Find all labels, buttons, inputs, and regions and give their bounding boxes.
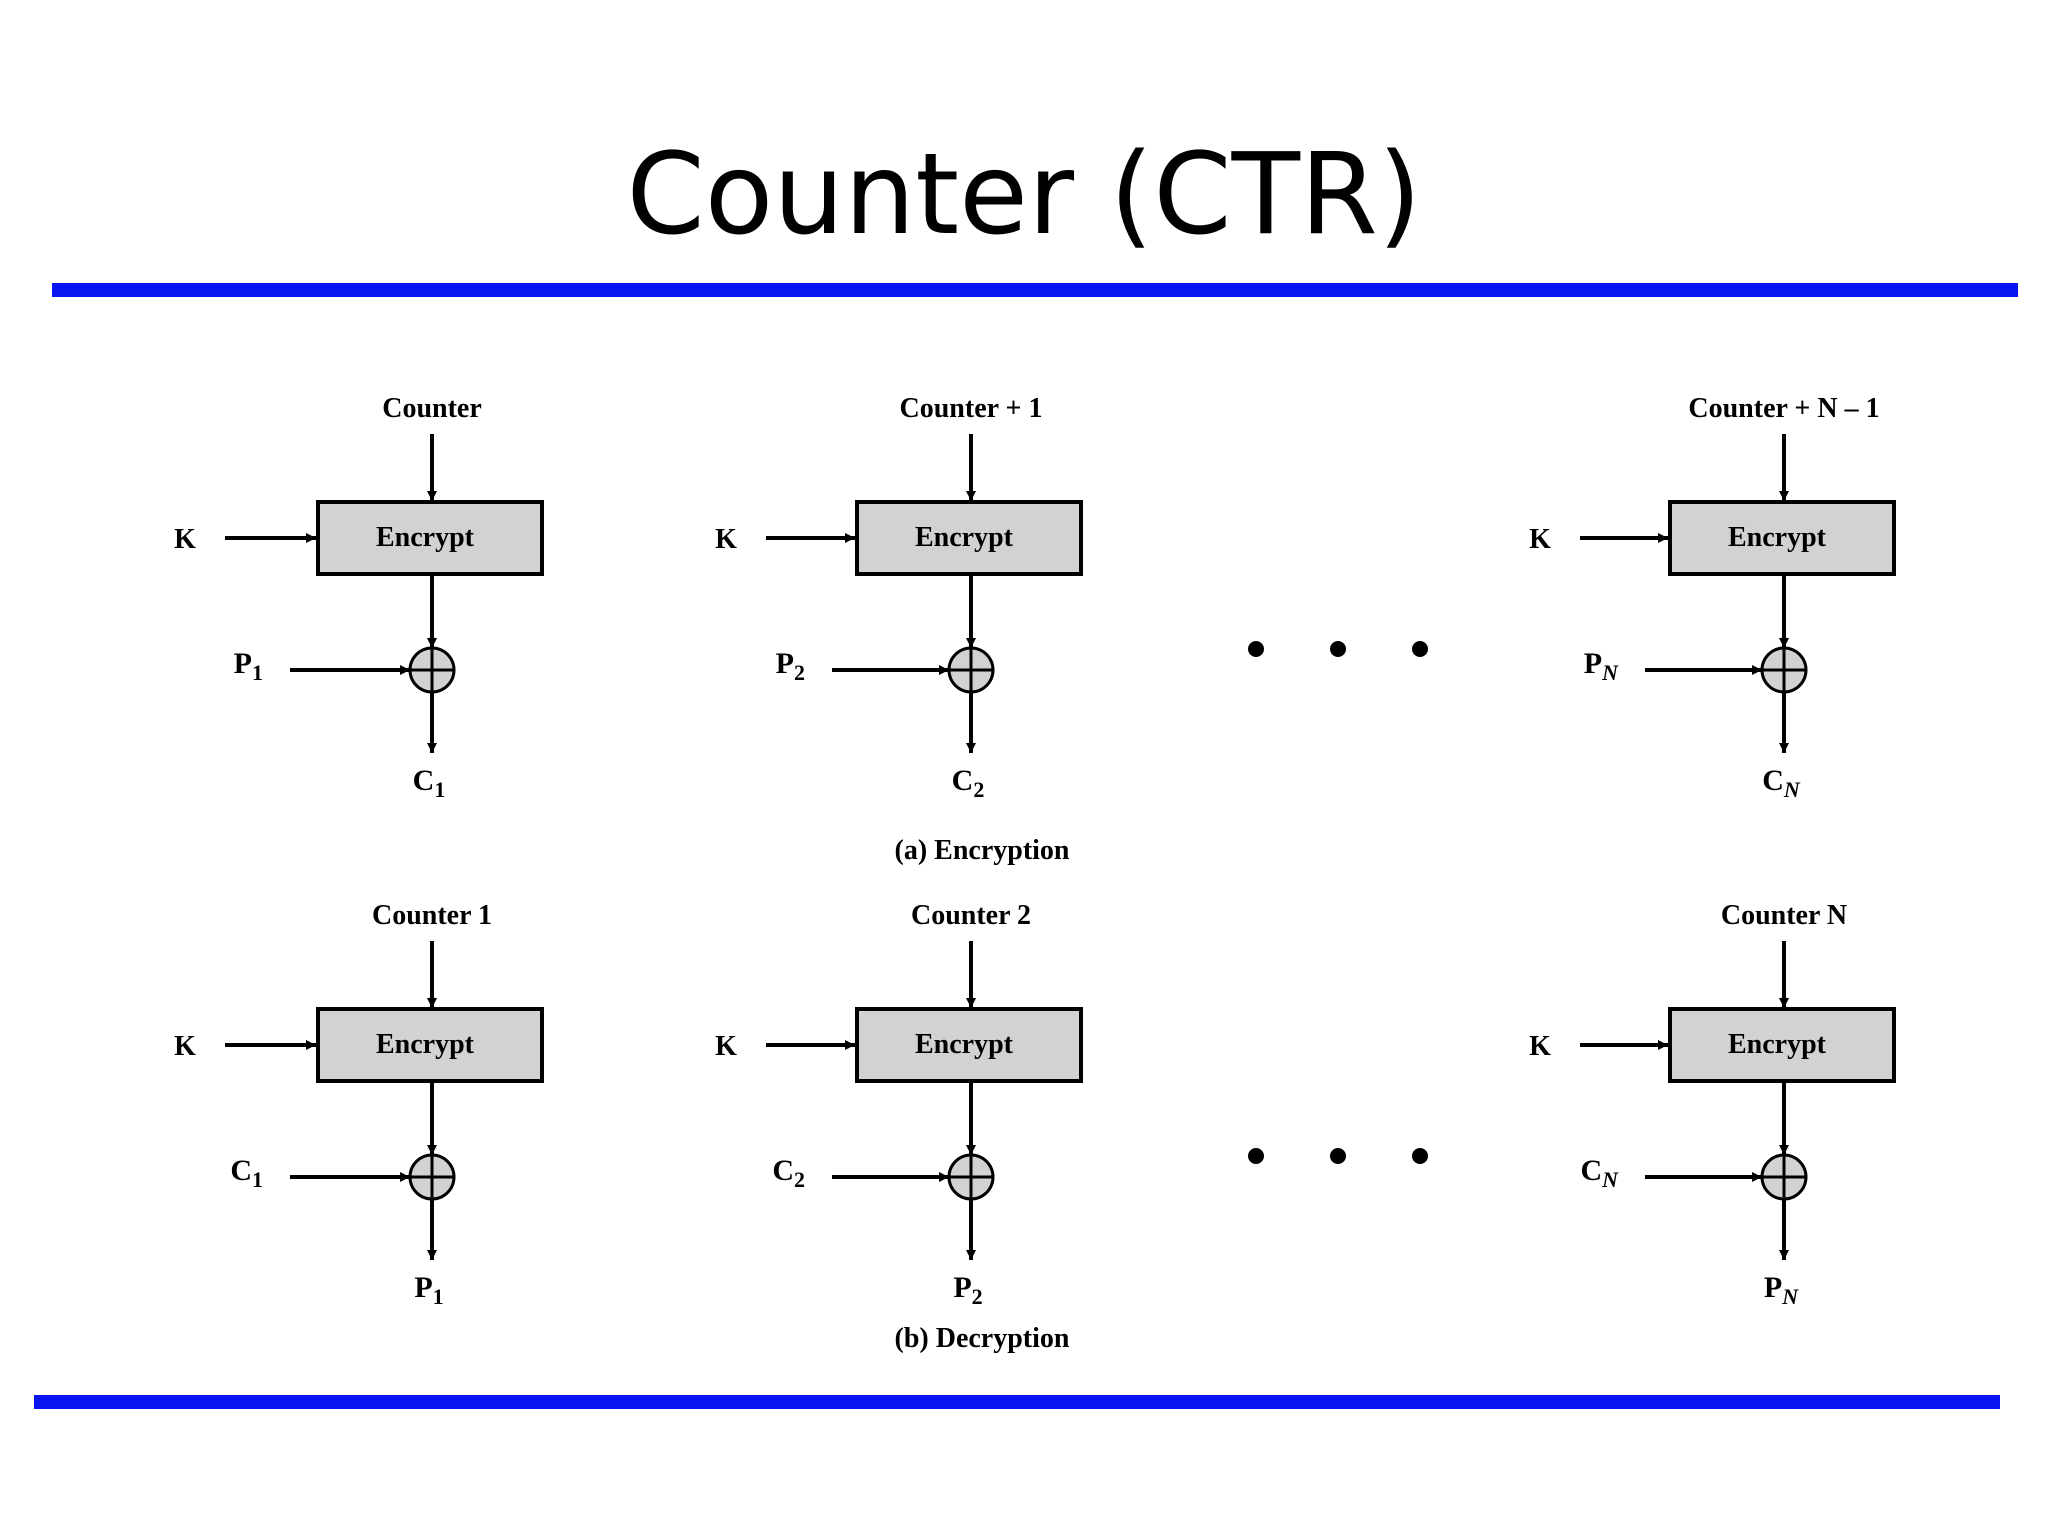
counter-label: Counter N xyxy=(1721,900,1847,931)
encrypt-block xyxy=(855,500,1083,576)
key-label: K xyxy=(174,1031,196,1062)
encrypt-block xyxy=(316,500,544,576)
output-label: PN xyxy=(1764,1271,1799,1309)
encrypt-label: Encrypt xyxy=(376,522,475,553)
input-label: C2 xyxy=(772,1154,805,1192)
counter-label: Counter + N – 1 xyxy=(1688,393,1879,424)
slide-title: Counter (CTR) xyxy=(626,130,1422,260)
bottom-rule xyxy=(34,1395,2000,1409)
input-label: PN xyxy=(1584,647,1619,685)
ellipsis-dot xyxy=(1330,641,1346,657)
counter-label: Counter 2 xyxy=(911,900,1031,931)
input-label: P2 xyxy=(776,647,805,685)
ellipsis-dot xyxy=(1248,641,1264,657)
key-label: K xyxy=(1529,524,1551,555)
encrypt-block xyxy=(1668,1007,1896,1083)
encryption-caption: (a) Encryption xyxy=(895,835,1070,866)
ellipsis-dot xyxy=(1412,641,1428,657)
encrypt-block xyxy=(855,1007,1083,1083)
counter-label: Counter + 1 xyxy=(900,393,1043,424)
input-label: CN xyxy=(1580,1154,1619,1192)
decryption-caption: (b) Decryption xyxy=(895,1323,1070,1354)
encrypt-label: Encrypt xyxy=(376,1029,475,1060)
ellipsis-dot xyxy=(1330,1148,1346,1164)
decryption-column-3: Counter N Encrypt K CN PN xyxy=(1529,900,1896,1309)
output-label: P1 xyxy=(414,1271,443,1309)
counter-label: Counter 1 xyxy=(372,900,492,931)
key-label: K xyxy=(1529,1031,1551,1062)
key-label: K xyxy=(715,524,737,555)
input-label: C1 xyxy=(230,1154,263,1192)
encrypt-block xyxy=(316,1007,544,1083)
counter-label: Counter xyxy=(382,393,482,424)
input-label: P1 xyxy=(234,647,263,685)
encryption-column-3: Counter + N – 1 Encrypt K PN CN xyxy=(1529,393,1896,802)
key-label: K xyxy=(715,1031,737,1062)
output-label: P2 xyxy=(953,1271,982,1309)
ellipsis-dot xyxy=(1248,1148,1264,1164)
top-rule xyxy=(52,283,2018,297)
encrypt-label: Encrypt xyxy=(915,1029,1014,1060)
output-label: C1 xyxy=(413,764,446,802)
encrypt-label: Encrypt xyxy=(915,522,1014,553)
encrypt-label: Encrypt xyxy=(1728,1029,1827,1060)
output-label: CN xyxy=(1762,764,1801,802)
output-label: C2 xyxy=(952,764,985,802)
ellipsis-dot xyxy=(1412,1148,1428,1164)
encrypt-label: Encrypt xyxy=(1728,522,1827,553)
encrypt-block xyxy=(1668,500,1896,576)
key-label: K xyxy=(174,524,196,555)
